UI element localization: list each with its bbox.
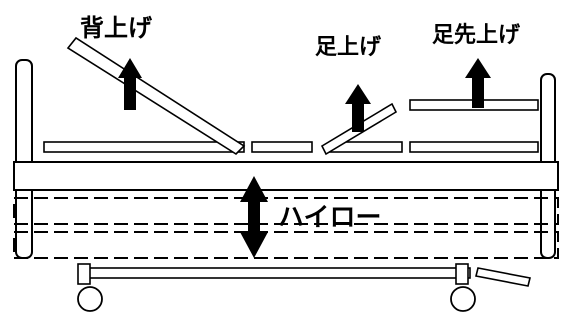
up-arrow-icon [118,58,142,110]
base-leg-left [77,263,91,285]
label-leg-raise: 足上げ [315,35,382,60]
caster-right [450,286,476,312]
back-section-raised [66,36,246,156]
label-back-raise: 背上げ [80,14,153,42]
up-arrow-icon [345,84,371,132]
frame-rail-lower-dashed [13,197,559,259]
frame-rail-upper [13,161,559,191]
up-arrow-icon [465,58,491,108]
headboard-post [15,59,33,259]
base-leg-right [455,263,469,285]
seat-section [251,141,313,153]
label-high-low: ハイロー [278,203,381,233]
back-section-flat [43,141,245,153]
up-down-arrow-icon [240,176,268,258]
base-frame [83,267,471,279]
foot-section-flat [409,141,539,153]
label-foot-tip-raise: 足先上げ [432,23,521,48]
base-pedal [475,267,531,287]
caster-left [77,286,103,312]
